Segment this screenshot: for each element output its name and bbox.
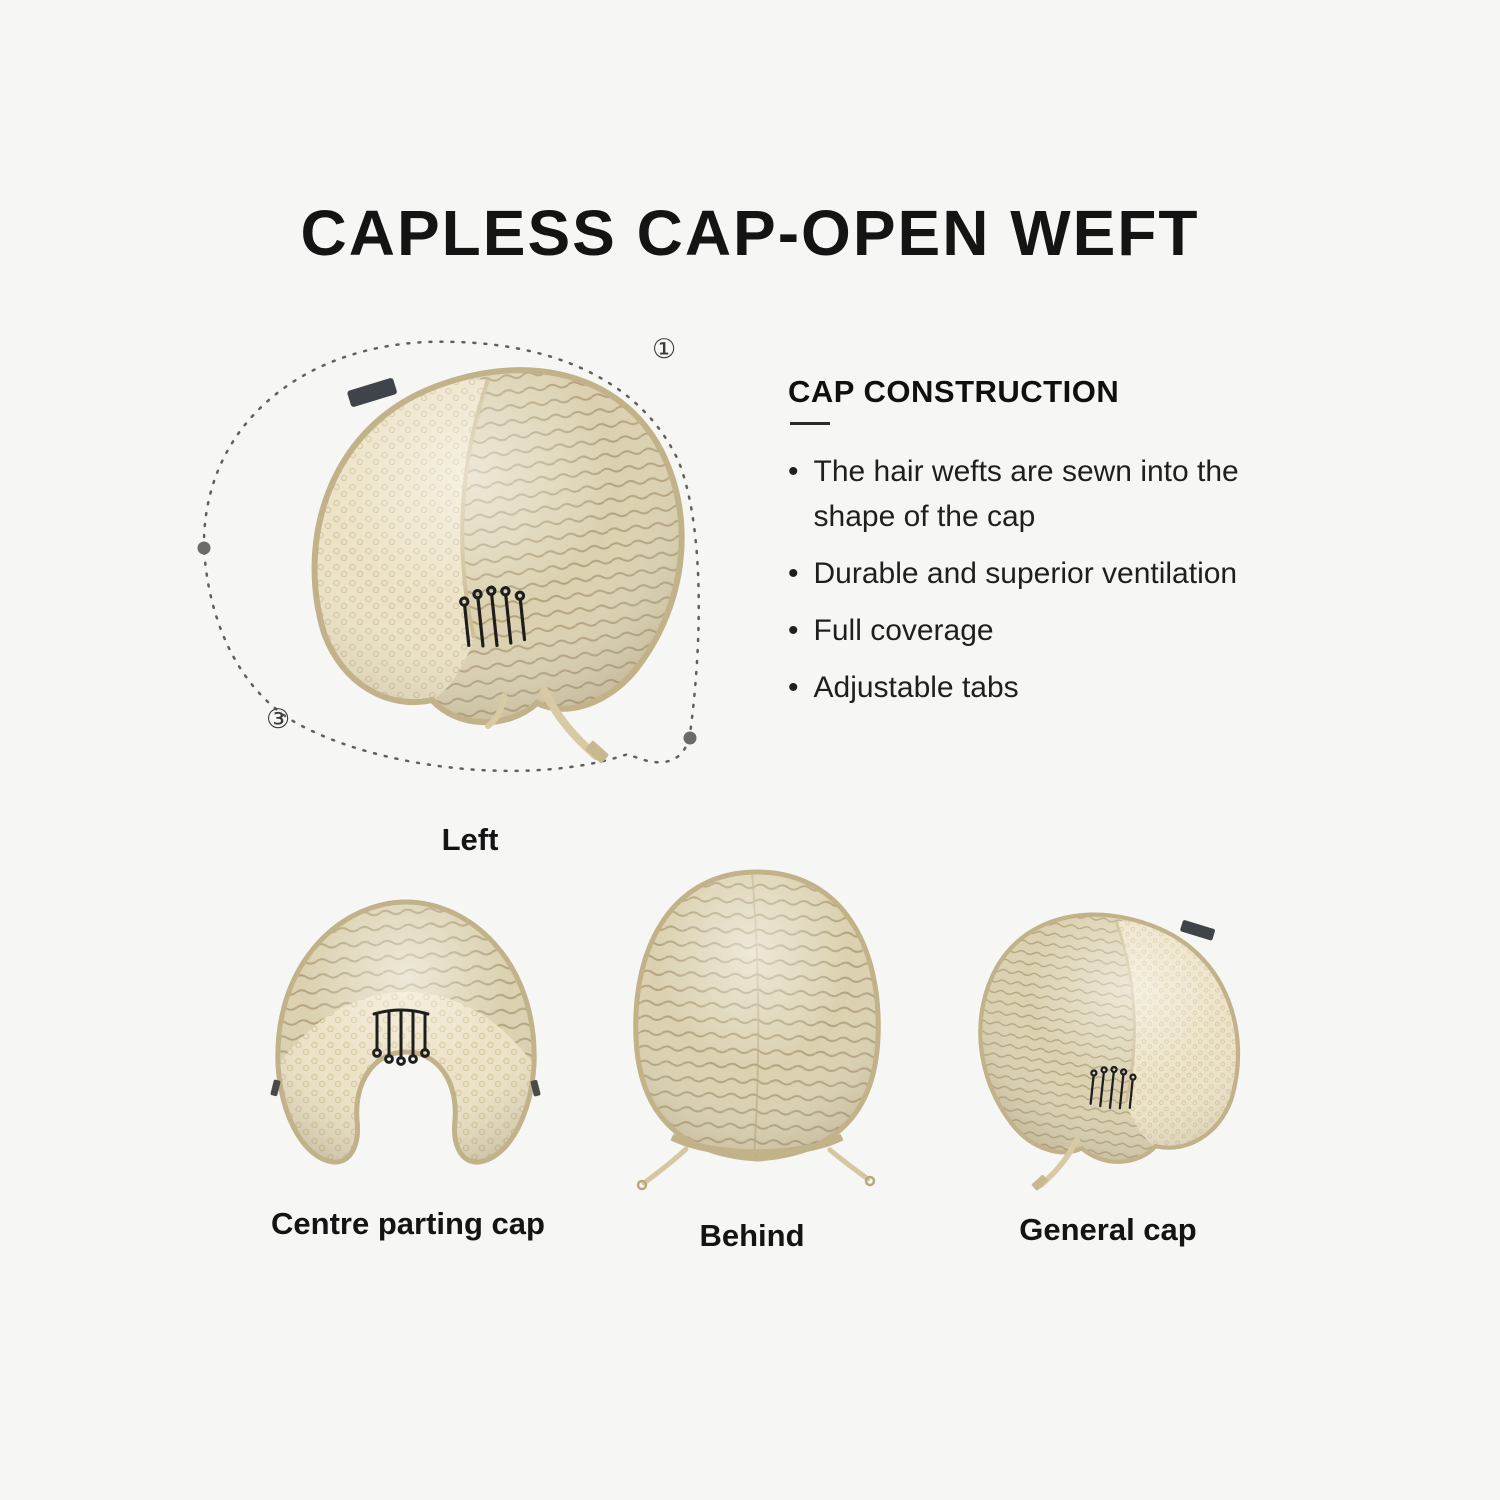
dashed-outline (197, 340, 700, 773)
caption-centre-parting: Centre parting cap (271, 1206, 545, 1241)
wig-cap-centre-parting-illustration (270, 899, 541, 1165)
caption-general: General cap (1019, 1212, 1197, 1247)
comb-clip-icon (459, 585, 527, 648)
heading-underline (790, 422, 830, 425)
bullet-dot: • (788, 455, 799, 488)
cap-construction-panel: CAP CONSTRUCTION • The hair wefts are se… (788, 374, 1293, 722)
edge-binding (311, 367, 685, 726)
bullet-dot: • (788, 614, 799, 647)
construction-heading: CAP CONSTRUCTION (788, 374, 1120, 409)
bullet-item: • Adjustable tabs (788, 665, 1293, 710)
cap-shading (635, 872, 879, 1159)
bullet-item: • The hair wefts are sewn into the shape… (788, 449, 1293, 539)
side-tab-right (530, 1079, 541, 1097)
guide-dot-bottom-right (683, 731, 697, 745)
size-tag (1180, 920, 1215, 941)
bullet-text: The hair wefts are sewn into the shape o… (813, 455, 1239, 533)
cap-shading (980, 914, 1239, 1162)
bullet-text: Durable and superior ventilation (813, 557, 1238, 590)
side-tab-left (270, 1079, 281, 1097)
edge-binding (978, 912, 1241, 1164)
strap-adjuster (1031, 1174, 1048, 1191)
edge-binding (633, 869, 881, 1162)
bullet-dot: • (788, 671, 799, 704)
circled-number-1: ① (652, 334, 677, 364)
cap-shading (277, 902, 535, 1163)
adjustable-strap-left (641, 1146, 689, 1186)
edge-binding (275, 899, 537, 1165)
caption-behind: Behind (699, 1218, 805, 1253)
bullet-text: Adjustable tabs (813, 671, 1019, 704)
strap-tab (485, 693, 507, 729)
size-tag (347, 378, 397, 407)
bullet-item: • Full coverage (788, 608, 1293, 653)
cap-shading (314, 370, 682, 723)
bullet-text: Full coverage (813, 614, 994, 647)
wig-cap-left-illustration (311, 367, 685, 763)
construction-bullet-list: • The hair wefts are sewn into the shape… (788, 449, 1293, 710)
caption-left: Left (441, 822, 499, 857)
bullet-dot: • (788, 557, 799, 590)
nape-band (670, 1133, 844, 1157)
wig-cap-behind-illustration (633, 869, 881, 1191)
strap-hook-right (864, 1175, 876, 1187)
guide-dot-left (197, 541, 211, 555)
page-title: CAPLESS CAP-OPEN WEFT (300, 197, 1200, 269)
bullet-item: • Durable and superior ventilation (788, 551, 1293, 596)
adjustable-strap-right (827, 1147, 871, 1182)
comb-clip-icon (372, 1008, 430, 1066)
strap-adjuster (585, 741, 609, 763)
strap-hook-left (636, 1179, 648, 1191)
wig-cap-general-illustration (978, 912, 1241, 1191)
comb-clip-icon (1089, 1065, 1137, 1110)
circled-number-3: ③ (266, 704, 291, 734)
